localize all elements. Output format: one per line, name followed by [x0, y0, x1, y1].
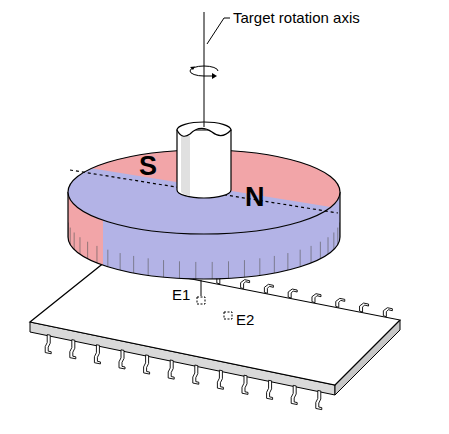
knurl-line [79, 237, 80, 254]
knurl-line [195, 262, 196, 279]
axis-line [201, 280, 202, 296]
knurl-line [287, 253, 288, 270]
knurl-line [74, 232, 75, 249]
knurl-line [70, 228, 71, 245]
knurl-line [107, 250, 108, 267]
sensor-label: E2 [236, 312, 254, 329]
ic-pin [242, 375, 248, 394]
knurl-line [300, 250, 301, 267]
ic-pin [288, 289, 297, 298]
knurl-line [337, 228, 338, 245]
knurl-line [133, 256, 134, 273]
knurl-line [228, 261, 229, 278]
magnet-top [40, 100, 380, 234]
ic-pin [217, 370, 223, 389]
knurl-line [163, 260, 164, 277]
ic-pin [193, 365, 199, 384]
ic-body-top [30, 262, 400, 385]
sensor-element [197, 297, 205, 304]
ic-pin [168, 360, 174, 379]
knurl-line [333, 232, 334, 249]
knurl-line [148, 258, 149, 275]
sensor-element [224, 312, 232, 319]
leader-line [207, 18, 230, 44]
knurl-line [311, 246, 312, 263]
ic-pin [312, 294, 321, 303]
ic-pin [241, 280, 250, 289]
ic-pin [336, 298, 345, 307]
axis-label: Target rotation axis [233, 10, 360, 27]
knurl-line [259, 258, 260, 275]
ic-pin [291, 385, 297, 404]
pole-label: S [139, 152, 157, 182]
ic-pin [119, 350, 125, 369]
knurl-line [212, 262, 213, 279]
rotation-axis [190, 12, 230, 127]
knurl-line [120, 253, 121, 270]
knurl-line [244, 260, 245, 277]
ic-pin [70, 340, 76, 359]
knurl-line [328, 237, 329, 254]
ic-pin [264, 284, 273, 293]
ic-pin [360, 303, 369, 312]
pole-label: N [245, 183, 265, 213]
ic-pin [267, 380, 273, 399]
ic-pin [45, 335, 51, 354]
shaft [177, 122, 231, 198]
knurl-line [96, 246, 97, 263]
knurl-line [87, 242, 88, 259]
ic-pin [316, 390, 322, 409]
ic-pin [383, 308, 392, 317]
knurl-line [320, 242, 321, 259]
ic-pin [144, 355, 150, 374]
sensor-label: E1 [172, 287, 190, 304]
ic-pin [94, 345, 100, 364]
knurl-line [179, 261, 180, 278]
knurl-line [274, 256, 275, 273]
